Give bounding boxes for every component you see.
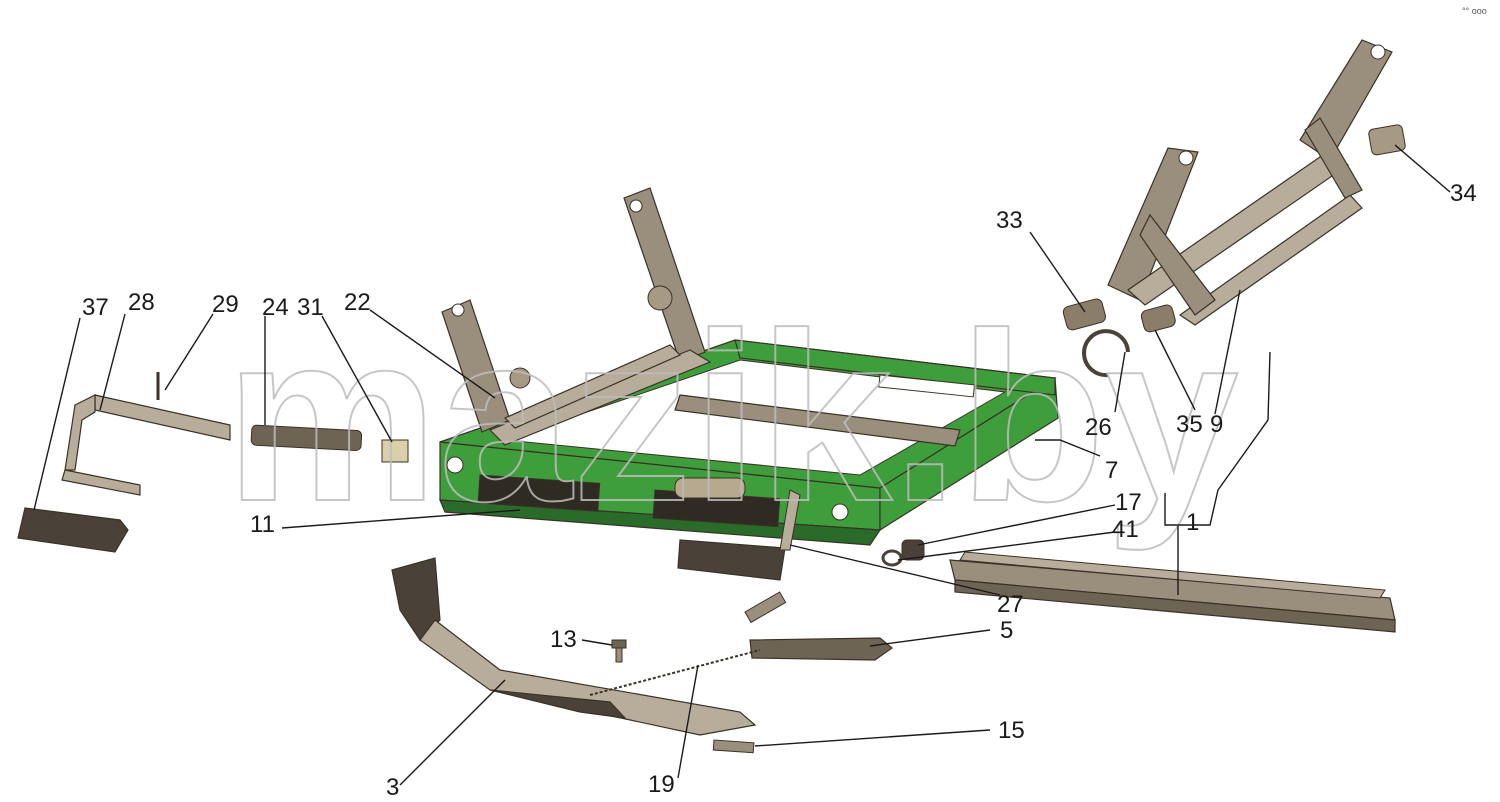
corner-mark: °° ooo [1462,6,1487,16]
callout-13: 13 [550,626,577,653]
adjust-lever [391,557,757,736]
callout-28: 28 [128,289,155,316]
frame-rear-arms [441,187,712,446]
callout-19: 19 [648,771,675,798]
upper-arm-assembly [1062,39,1406,333]
callout-7: 7 [1105,457,1118,484]
callout-5: 5 [1000,617,1013,644]
callout-26: 26 [1085,414,1112,441]
callout-1: 1 [1186,509,1199,536]
callout-34: 34 [1450,180,1477,207]
latch-plate [749,637,893,661]
callout-35: 35 [1176,411,1203,438]
leader-lines [33,144,1451,786]
frame-handle [677,539,786,581]
callout-22: 22 [344,289,371,316]
seat-frame [439,339,1059,546]
callout-41: 41 [1112,516,1139,543]
callout-24: 24 [262,294,289,321]
callout-labels: 37 28 29 24 31 22 33 34 26 35 9 7 17 41 … [82,180,1477,801]
callout-29: 29 [212,291,239,318]
callout-37: 37 [82,294,109,321]
shaft-parts [17,372,409,553]
parts-layer [17,39,1406,754]
callout-3: 3 [386,774,399,801]
callout-9: 9 [1210,411,1223,438]
callout-15: 15 [998,717,1025,744]
callout-31: 31 [297,294,324,321]
callout-27: 27 [997,591,1024,618]
callout-17: 17 [1115,489,1142,516]
callout-33: 33 [996,207,1023,234]
seat-rail [949,551,1396,633]
callout-11: 11 [250,511,275,538]
retaining-ring [1082,329,1130,378]
